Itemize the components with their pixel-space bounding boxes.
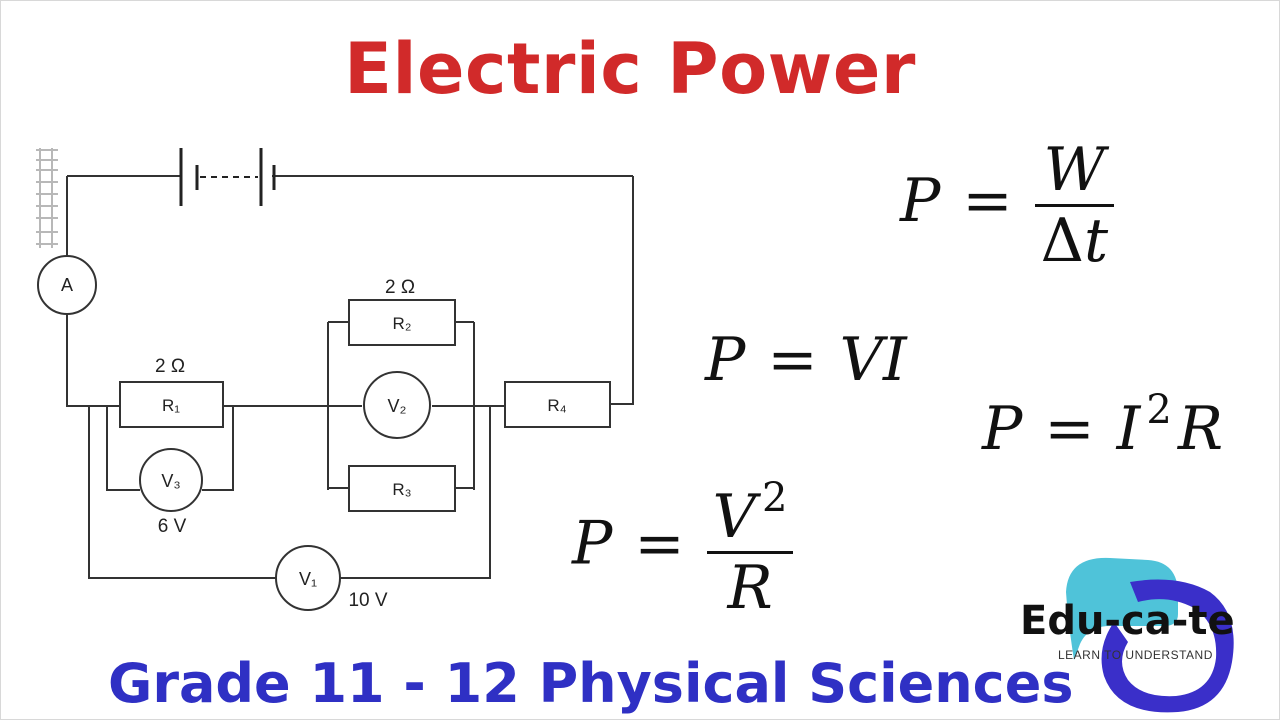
logo-wordmark: Edu-ca-te [1020,598,1235,644]
eq4-fraction-bar [706,551,794,554]
eq1-time: t [1084,206,1109,276]
eq4-denominator: R [727,553,773,623]
eq3-lhs: P [982,394,1023,464]
voltmeter-v1-label: V₁ [299,569,317,589]
resistor-r3: R₃ [348,465,456,512]
wire-left-lower [66,314,120,407]
voltmeter-v1-reading: 10 V [348,590,387,611]
footer-subtitle: Grade 11 - 12 Physical Sciences [108,652,1074,715]
resistor-r2-value: 2 Ω [385,277,415,298]
resistor-r4: R₄ [504,381,611,428]
eq4-numerator-exponent: 2 [762,475,788,521]
logo-indigo-ring [1101,579,1234,713]
eq3-exponent: 2 [1146,387,1172,433]
eq1-lhs: P [900,166,941,237]
eq2-equals: = [767,325,818,395]
eq4-equals: = [634,508,685,579]
eq4-numerator-base: V [712,482,756,552]
eq2-rhs: VI [839,325,907,395]
resistor-r3-label: R₃ [392,480,411,499]
eq1-fraction-bar [1034,204,1115,207]
edge-scribble [36,148,58,248]
eq3-base: I [1116,394,1141,464]
eq1-delta: Δ [1040,206,1084,276]
resistor-r4-label: R₄ [547,396,566,415]
eq3-equals: = [1044,394,1095,464]
voltmeter-v3-label: V₃ [161,471,180,491]
wire-right [610,176,634,405]
resistor-r1: R₁ [119,381,224,428]
logo-tagline: LEARN TO UNDERSTAND [1058,648,1213,662]
resistor-r2: R₂ [348,299,456,346]
voltmeter-v1: V₁ [275,545,341,611]
page-title: Electric Power [344,28,916,110]
voltmeter-v3-reading: 6 V [158,516,187,537]
eq2-lhs: P [705,325,746,395]
ammeter: A [37,255,97,315]
ammeter-label: A [61,275,73,295]
battery [179,148,276,206]
resistor-r1-label: R₁ [162,396,180,415]
voltmeter-v2-label: V₂ [388,396,407,416]
eq3-rest: R [1177,394,1223,464]
resistor-r2-label: R₂ [393,314,412,333]
eq1-equals: = [962,166,1013,237]
resistor-r1-value: 2 Ω [155,356,185,377]
voltmeter-v2: V₂ [363,371,431,439]
wire-v1-branch [88,406,491,579]
wire-v3-branch [106,406,234,491]
eq1-numerator: W [1043,135,1106,205]
equation-vi: P=VI [705,330,907,390]
educate-logo-mark [1066,557,1234,713]
eq1-denominator: Δt [1035,211,1114,271]
voltmeter-v3: V₃ [139,448,203,512]
eq4-lhs: P [572,508,613,579]
